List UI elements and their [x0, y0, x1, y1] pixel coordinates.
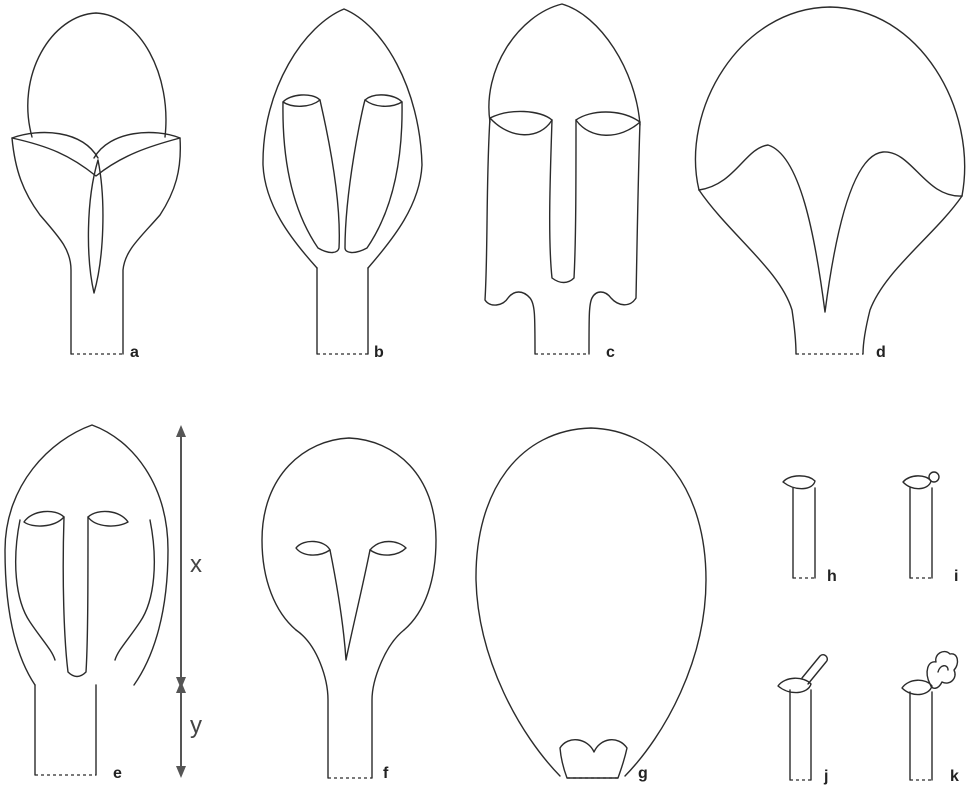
- panel-d-drawing: [695, 7, 964, 354]
- panel-i-label: i: [954, 568, 958, 585]
- panel-c-drawing: [485, 4, 640, 354]
- panel-h-label: h: [827, 568, 837, 585]
- panel-c-label: c: [606, 344, 615, 361]
- panel-k-drawing: [902, 652, 957, 780]
- panel-a-label: a: [130, 344, 139, 361]
- panel-d-label: d: [876, 344, 886, 361]
- panel-b-label: b: [374, 344, 384, 361]
- dimension-label-y: y: [190, 712, 202, 739]
- panel-f-drawing: [262, 438, 436, 778]
- dimension-arrow: [176, 425, 186, 778]
- panel-a-drawing: [12, 13, 180, 354]
- panel-g-label: g: [638, 765, 648, 782]
- panel-j-drawing: [778, 655, 827, 780]
- panel-e-label: e: [113, 765, 122, 782]
- panel-i-drawing: [903, 472, 939, 578]
- panel-e-drawing: [5, 425, 168, 775]
- panel-h-drawing: [783, 476, 815, 578]
- panel-j-label: j: [823, 768, 828, 785]
- panel-b-drawing: [263, 9, 422, 354]
- panel-k-label: k: [950, 768, 959, 785]
- panel-g-drawing: [476, 428, 706, 778]
- dimension-label-x: x: [190, 551, 202, 578]
- panel-f-label: f: [383, 765, 389, 782]
